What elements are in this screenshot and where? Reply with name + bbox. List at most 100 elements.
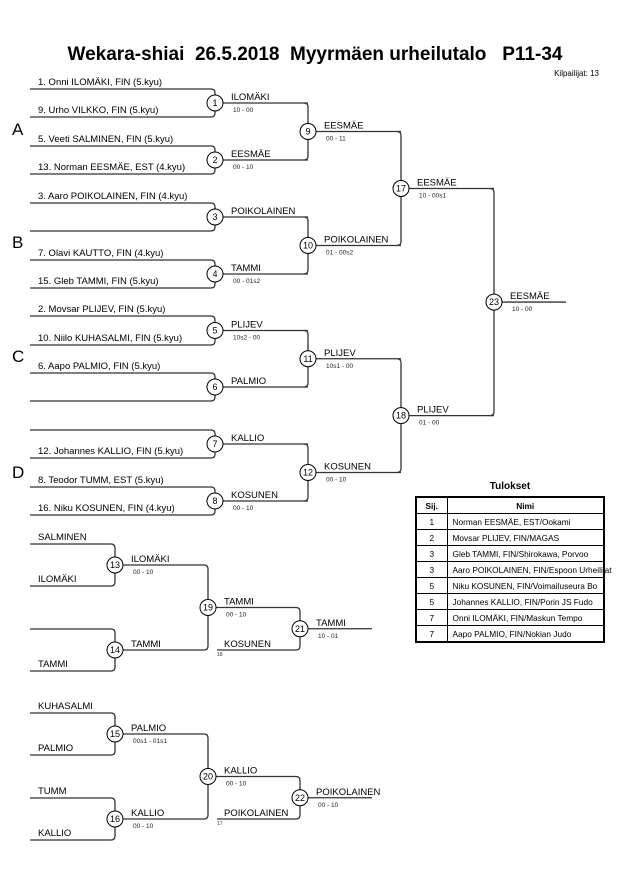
repechage-entrant: KALLIO — [38, 828, 71, 839]
entrant-name: 10. Niilo KUHASALMI, FIN (5.kyu) — [38, 333, 182, 344]
match-score: 00 - 10 — [226, 612, 247, 619]
match-winner-name: TAMMI — [231, 263, 261, 274]
match-number-circle — [299, 123, 317, 140]
result-name: Aapo PALMIO, FIN/Nokian Judo — [446, 625, 605, 643]
match-number: 7 — [212, 439, 217, 449]
match-number-circle — [206, 492, 224, 510]
match-number-circle — [392, 180, 410, 197]
match-number: 15 — [110, 729, 120, 739]
entrant-name: 9. Urho VILKKO, FIN (5.kyu) — [38, 105, 158, 116]
match-score: 10s2 - 00 — [233, 335, 260, 342]
entrant-name: 12. Johannes KALLIO, FIN (5.kyu) — [38, 446, 183, 457]
match-score: 00 - 10 — [233, 164, 254, 171]
competitor-count: Kilpailijat: 13 — [554, 69, 599, 78]
match-number: 11 — [303, 354, 312, 364]
result-rank: 5 — [415, 593, 448, 610]
match-winner-name: EESMÄE — [510, 291, 550, 302]
rank-column-header: Sij. — [415, 496, 448, 514]
match-number: 13 — [110, 560, 120, 570]
match-number: 17 — [396, 184, 406, 194]
match-number: 23 — [489, 297, 499, 307]
match-number: 10 — [303, 241, 313, 251]
result-rank: 5 — [415, 577, 448, 594]
match-number-circle — [206, 378, 224, 396]
match-winner-name: PALMIO — [131, 723, 166, 734]
match-score: 10 - 00 — [512, 306, 533, 313]
pool-label: B — [12, 233, 23, 252]
match-score: 00 - 10 — [326, 477, 347, 484]
entrant-name: 2. Movsar PLIJEV, FIN (5.kyu) — [38, 304, 165, 315]
entrant-name: 8. Teodor TUMM, EST (5.kyu) — [38, 475, 164, 486]
bronze-entrant-name: POIKOLAINEN — [224, 808, 289, 819]
match-score: 00 - 10 — [226, 781, 247, 788]
match-number: 5 — [212, 326, 217, 336]
match-score: 00 - 10 — [133, 569, 154, 576]
round1-connector — [30, 372, 216, 402]
match-score: 01 - 00 — [419, 420, 440, 427]
repechage-entrant: ILOMÄKI — [38, 574, 77, 585]
result-name: Niku KOSUNEN, FIN/Voimailuseura Bo — [446, 577, 605, 594]
result-name: Aaro POIKOLAINEN, FIN/Espoon Urheilijat — [446, 561, 612, 578]
match-winner-name: KOSUNEN — [324, 462, 371, 473]
pool-label: A — [12, 120, 24, 139]
match-number-circle — [106, 556, 124, 574]
match-number-circle — [206, 435, 224, 453]
match-number: 19 — [203, 603, 213, 613]
match-score: 01 - 00s2 — [326, 250, 353, 257]
match-number-circle — [299, 350, 317, 368]
results-header-row: Sij. Nimi — [415, 496, 605, 514]
result-rank: 3 — [415, 545, 448, 562]
match-winner-name: POIKOLAINEN — [316, 787, 381, 798]
match-winner-name: ILOMÄKI — [231, 92, 270, 103]
match-number-circle — [106, 810, 124, 828]
match-winner-name: PLIJEV — [324, 348, 356, 359]
match-score: 00 - 10 — [233, 505, 254, 512]
match-winner-name: TAMMI — [316, 618, 346, 629]
match-number-circle — [106, 641, 124, 659]
pool-label: D — [12, 463, 24, 482]
match-number-circle — [485, 293, 503, 311]
match-number: 9 — [305, 127, 310, 137]
match-winner-name: KALLIO — [131, 808, 164, 819]
match-number: 20 — [203, 772, 213, 782]
match-number-circle — [206, 151, 224, 169]
repechage-entrant: SALMINEN — [38, 532, 87, 543]
match-number-circle — [392, 407, 410, 425]
page-title: Wekara-shiai 26.5.2018 Myyrmäen urheilut… — [67, 44, 563, 65]
match-score: 00 - 01s2 — [233, 278, 260, 285]
match-score: 00s1 - 01s1 — [133, 738, 167, 745]
results-title: Tulokset — [489, 481, 531, 492]
result-rank: 1 — [415, 513, 448, 530]
repechage-entrant: TUMM — [38, 786, 67, 797]
repechage-connector — [123, 733, 209, 820]
repechage-entrant: KUHASALMI — [38, 701, 93, 712]
match-number: 18 — [396, 411, 406, 421]
match-winner-name: ILOMÄKI — [131, 554, 170, 565]
match-number-circle — [206, 208, 224, 226]
name-column-header: Nimi — [446, 496, 605, 514]
entrant-name: 1. Onni ILOMÄKI, FIN (5.kyu) — [38, 77, 162, 88]
match-winner-name: EESMÄE — [324, 121, 364, 132]
match-number: 22 — [295, 793, 305, 803]
result-rank: 7 — [415, 609, 448, 626]
match-number-circle — [291, 620, 309, 638]
match-winner-name: KALLIO — [231, 433, 264, 444]
match-score: 10s1 - 00 — [326, 363, 353, 370]
bronze-entrant-name: KOSUNEN — [224, 639, 271, 650]
entrant-name: 5. Veeti SALMINEN, FIN (5.kyu) — [38, 134, 173, 145]
match-score: 00 - 10 — [318, 802, 339, 809]
result-name: Gleb TAMMI, FIN/Shirokawa, Porvoo — [446, 545, 605, 562]
entrant-name: 7. Olavi KAUTTO, FIN (4.kyu) — [38, 248, 163, 259]
match-number: 21 — [295, 624, 305, 634]
round1-connector — [30, 202, 216, 232]
result-name: Johannes KALLIO, FIN/Porin JS Fudo — [446, 593, 605, 610]
repechage-entrant: PALMIO — [38, 743, 73, 754]
